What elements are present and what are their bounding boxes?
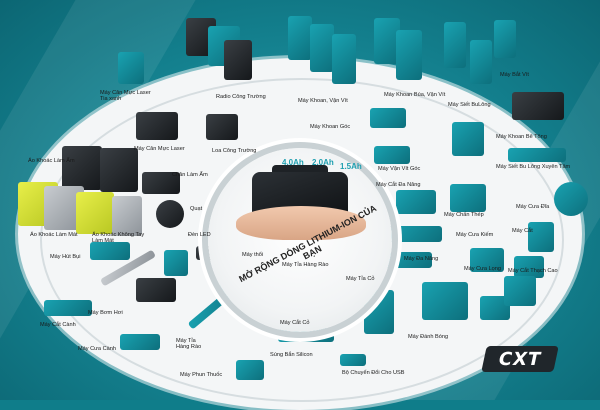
label-radio-cong-truong: Radio Công Trường xyxy=(216,94,266,100)
label-may-bom-hoi: Máy Bơm Hơi xyxy=(88,310,123,316)
screwdriver-image xyxy=(444,22,466,68)
angle-screwdriver-image xyxy=(374,146,410,164)
label-may-siet-bulong: Máy Siết BuLông xyxy=(448,102,491,108)
cooling-vest-image xyxy=(112,196,142,236)
label-may-thoi: Máy thổi xyxy=(242,252,264,258)
label-may-cua-kiem: Máy Cưa Kiếm xyxy=(456,232,494,238)
site-speaker-image xyxy=(206,114,238,140)
pruning-saw-image xyxy=(120,334,160,350)
battery-capacity-1-5ah: 1.5Ah xyxy=(340,162,362,171)
laser-level-green-image xyxy=(118,52,144,84)
ratchet-wrench-image xyxy=(508,148,566,162)
label-bo-chuyen-doi-cho-usb: Bộ Chuyển Đổi Cho USB xyxy=(342,370,405,376)
cutter-image xyxy=(528,222,554,252)
angle-drill-image xyxy=(370,108,406,128)
label-sung-ban-silicon: Súng Bắn Silicon xyxy=(270,352,313,358)
label-may-van-vit-goc: Máy Vặn Vít Góc xyxy=(378,166,421,172)
heated-blanket-image xyxy=(142,172,180,194)
label-may-tia-hang-rao-1: Máy Tỉa Hàng Rào xyxy=(282,262,329,268)
label-may-cua-long: Máy Cưa Lọng xyxy=(464,266,502,272)
label-may-khoan-bua-van-vit: Máy Khoan Búa, Vặn Vít xyxy=(384,92,446,98)
label-may-danh-bong: Máy Đánh Bóng xyxy=(408,334,449,340)
inflator-image xyxy=(136,278,176,302)
label-may-khoan-goc: Máy Khoan Góc xyxy=(310,124,351,130)
laser-level-image xyxy=(136,112,178,140)
heated-jacket-image xyxy=(100,148,138,192)
fan-image xyxy=(156,200,184,228)
label-may-cat-thach-cao: Máy Cắt Thạch Cao xyxy=(508,268,558,274)
hammer-drill-image xyxy=(396,30,422,80)
label-may-cat-da-nang: Máy Cắt Đa Năng xyxy=(376,182,421,188)
pruning-shears-image xyxy=(44,300,92,316)
cutter-image xyxy=(504,276,536,306)
label-ao-khoac-lam-am: Áo Khoác Làm Ấm xyxy=(28,158,75,164)
heated-jacket-image xyxy=(62,146,102,190)
label-may-tia-hang-rao-2: Máy Tỉa Hàng Rào xyxy=(176,338,202,351)
drill-driver-image xyxy=(310,24,334,72)
multi-tool-image xyxy=(380,252,432,268)
label-may-khoan-be-tong: Máy Khoan Bê Tông xyxy=(496,134,547,140)
label-may-siet-bu-long-xuyen-tam: Máy Siết Bu Lông Xuyên Tâm xyxy=(496,164,571,170)
cxt-logo: CXT xyxy=(481,346,559,372)
vacuum-image xyxy=(90,242,130,260)
polisher-image xyxy=(422,282,468,320)
label-may-bat-vit: Máy Bắt Vít xyxy=(500,72,529,78)
impact-wrench-image xyxy=(470,40,492,84)
label-may-da-nang: Máy Đa Năng xyxy=(404,256,439,262)
label-may-cua-dia: Máy Cưa Đĩa xyxy=(516,204,550,210)
label-may-cat-co: Máy Cắt Cỏ xyxy=(280,320,310,326)
reciprocating-saw-image xyxy=(386,226,442,242)
drill-driver-image xyxy=(288,16,312,60)
jigsaw-image xyxy=(470,248,504,272)
label-loa-cong-truong: Loa Công Trường xyxy=(212,148,257,154)
label-may-cua-canh: Máy Cưa Cành xyxy=(78,346,116,352)
battery-capacity-4ah: 4.0Ah xyxy=(282,158,304,167)
label-ao-khoac-khong-tay-lam-mat: Áo Khoác Không Tay Làm Mát xyxy=(92,232,145,245)
label-ao-khoac-lam-mat: Áo Khoác Làm Mát xyxy=(30,232,78,238)
label-may-chan-thep: Máy Chấn Thép xyxy=(444,212,484,218)
hand-image xyxy=(236,206,366,240)
label-may-hut-bui: Máy Hút Bụi xyxy=(50,254,81,260)
radio-tool-image xyxy=(224,40,252,80)
label-may-can-muc-laser-tia-xanh: Máy Cân Mực Laser Tia xanh xyxy=(100,90,151,103)
label-chan-lam-am: Chăn Làm Ấm xyxy=(172,172,208,178)
circular-saw-image xyxy=(554,182,588,216)
battery-capacity-2ah: 2.0Ah xyxy=(312,158,334,167)
hammer-drill-image xyxy=(374,18,400,64)
drywall-cutter-image xyxy=(514,256,544,278)
sprayer-image xyxy=(236,360,264,380)
label-may-cat: Máy Cắt xyxy=(512,228,533,234)
label-may-can-muc-laser: Máy Cân Mực Laser xyxy=(134,146,185,152)
impact-wrench-image xyxy=(452,122,484,156)
screwdriver-image xyxy=(494,20,516,58)
drill-driver-image xyxy=(332,34,356,84)
label-may-tia-co: Máy Tỉa Cỏ xyxy=(346,276,375,282)
cooling-vest-image xyxy=(76,192,114,234)
label-may-phun-thuoc: Máy Phun Thuốc xyxy=(180,372,223,378)
label-may-cat-canh: Máy Cắt Cành xyxy=(40,322,76,328)
usb-adapter-image xyxy=(340,354,366,366)
blower-image xyxy=(164,250,188,276)
multi-cutter-image xyxy=(396,190,436,214)
rebar-bender-image xyxy=(450,184,486,212)
label-may-khoan-van-vit: Máy Khoan, Vặn Vít xyxy=(298,98,348,104)
label-den-led: Đèn LED xyxy=(188,232,211,238)
rotary-hammer-image xyxy=(512,92,564,120)
label-quat: Quạt xyxy=(190,206,203,212)
